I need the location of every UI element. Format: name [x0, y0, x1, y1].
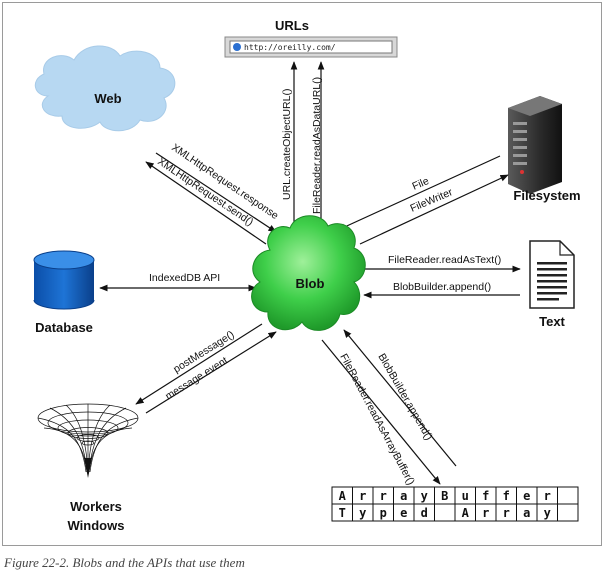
- database-icon: [33, 250, 95, 310]
- array-cell-text: e: [523, 489, 530, 503]
- arrow-message-event: [145, 331, 277, 414]
- array-cell-text: r: [503, 506, 510, 520]
- label-indexeddb: IndexedDB API: [149, 272, 220, 284]
- workers-node: Workers Windows: [37, 403, 139, 533]
- array-cell-text: y: [544, 506, 551, 520]
- edges: [99, 61, 521, 485]
- label-read-as-data-url: FileReader.readAsDataURL(): [311, 77, 323, 214]
- array-cell-text: B: [441, 489, 448, 503]
- filesystem-label: Filesystem: [513, 188, 580, 203]
- arrow-file-writer: [359, 174, 509, 245]
- array-cell: [434, 503, 456, 522]
- array-cell-text: y: [421, 489, 428, 503]
- array-cell: [557, 486, 579, 505]
- array-cell-text: p: [380, 506, 387, 520]
- text-node: Text: [529, 240, 575, 329]
- label-create-object-url: URL.createObjectURL(): [281, 89, 293, 200]
- array-cell-text: r: [359, 489, 366, 503]
- text-label: Text: [539, 314, 565, 329]
- array-cell-text: u: [462, 489, 469, 503]
- array-cell-text: T: [339, 506, 346, 520]
- array-cell-text: y: [359, 506, 366, 520]
- array-cell-text: r: [544, 489, 551, 503]
- array-cell-text: r: [380, 489, 387, 503]
- array-cell-text: d: [421, 506, 428, 520]
- filesystem-node: Filesystem: [508, 96, 581, 203]
- figure-caption: Figure 22-2. Blobs and the APIs that use…: [4, 555, 245, 570]
- arrow-blobbuilder-append-ab: [343, 329, 457, 467]
- arrow-post-message: [135, 323, 263, 405]
- array-cell-text: r: [482, 506, 489, 520]
- arrow-xhr-response: [155, 152, 277, 233]
- globe-icon: [233, 43, 241, 51]
- array-cell-text: f: [482, 489, 489, 503]
- label-read-as-array-buffer: FileReader.readAsArrayBuffer(): [337, 352, 417, 487]
- workers-label: Workers: [70, 499, 122, 514]
- arrow-file: [337, 155, 501, 231]
- figure-frame: [2, 2, 602, 546]
- array-cell-text: A: [462, 506, 470, 520]
- windows-label: Windows: [68, 518, 125, 533]
- array-cell-text: e: [400, 506, 407, 520]
- arrow-xhr-send: [145, 161, 267, 245]
- blob-api-diagram: URLs http://oreilly.com/ Web Filesystem: [33, 18, 581, 533]
- arrow-read-as-array-buffer: [321, 339, 441, 485]
- array-cell: [557, 503, 579, 522]
- label-read-as-text: FileReader.readAsText(): [388, 254, 501, 266]
- server-icon: [508, 96, 562, 194]
- web-label: Web: [94, 91, 121, 106]
- array-cell-text: A: [339, 489, 347, 503]
- url-bar-text: http://oreilly.com/: [244, 43, 336, 52]
- array-cell-text: f: [503, 489, 510, 503]
- label-blobbuilder-append-text: BlobBuilder.append(): [393, 281, 491, 293]
- database-label: Database: [35, 320, 93, 335]
- blob-node: Blob: [251, 215, 366, 331]
- document-icon: [529, 240, 575, 309]
- cloud-icon: [34, 45, 176, 132]
- database-node: Database: [33, 250, 95, 335]
- blob-shape: [251, 215, 366, 331]
- blob-label: Blob: [296, 276, 325, 291]
- url-bar: http://oreilly.com/: [224, 36, 398, 58]
- web-node: Web: [34, 45, 176, 132]
- urls-label: URLs: [275, 18, 309, 33]
- label-file: File: [410, 175, 430, 193]
- array-cell-text: a: [523, 506, 530, 520]
- array-cell-text: a: [400, 489, 407, 503]
